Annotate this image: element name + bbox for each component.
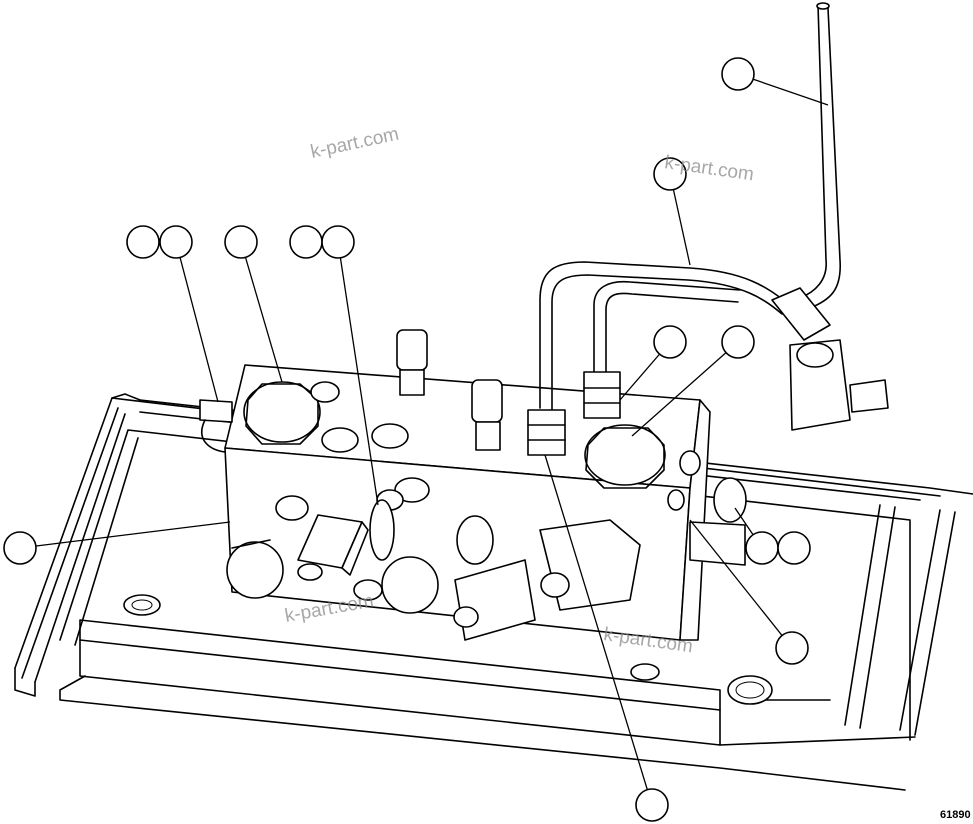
large-hex-plug — [584, 424, 666, 489]
callout-bubble[interactable] — [721, 57, 755, 91]
callout-bubble[interactable] — [126, 225, 160, 259]
callout-bubble[interactable] — [775, 631, 809, 665]
round-cap — [381, 556, 439, 614]
callout-bubble[interactable] — [289, 225, 323, 259]
tube-fitting — [527, 409, 566, 456]
elbow-fitting — [771, 287, 889, 431]
callout-bubble[interactable] — [653, 157, 687, 191]
callout-bubble[interactable] — [3, 531, 37, 565]
pressure-switch — [396, 329, 428, 396]
tube-fitting — [583, 371, 621, 419]
callout-bubble[interactable] — [635, 788, 669, 822]
callout-bubble[interactable] — [745, 531, 779, 565]
callout-bubble[interactable] — [321, 225, 355, 259]
pressure-switch — [471, 379, 503, 451]
solenoid-valve — [453, 515, 536, 641]
callout-bubble[interactable] — [224, 225, 258, 259]
callout-bubble[interactable] — [653, 325, 687, 359]
hydraulic-tubes — [527, 2, 889, 456]
figure-number: 61890 — [940, 809, 971, 821]
valve-block — [199, 329, 747, 641]
callout-bubble[interactable] — [159, 225, 193, 259]
callout-bubble[interactable] — [721, 325, 755, 359]
watermark-text: k-part.com — [309, 124, 401, 163]
callout-bubble[interactable] — [777, 531, 811, 565]
solenoid-valve — [539, 519, 641, 611]
round-cap — [226, 539, 284, 599]
solenoid-valve — [297, 514, 369, 581]
callouts — [3, 57, 811, 822]
